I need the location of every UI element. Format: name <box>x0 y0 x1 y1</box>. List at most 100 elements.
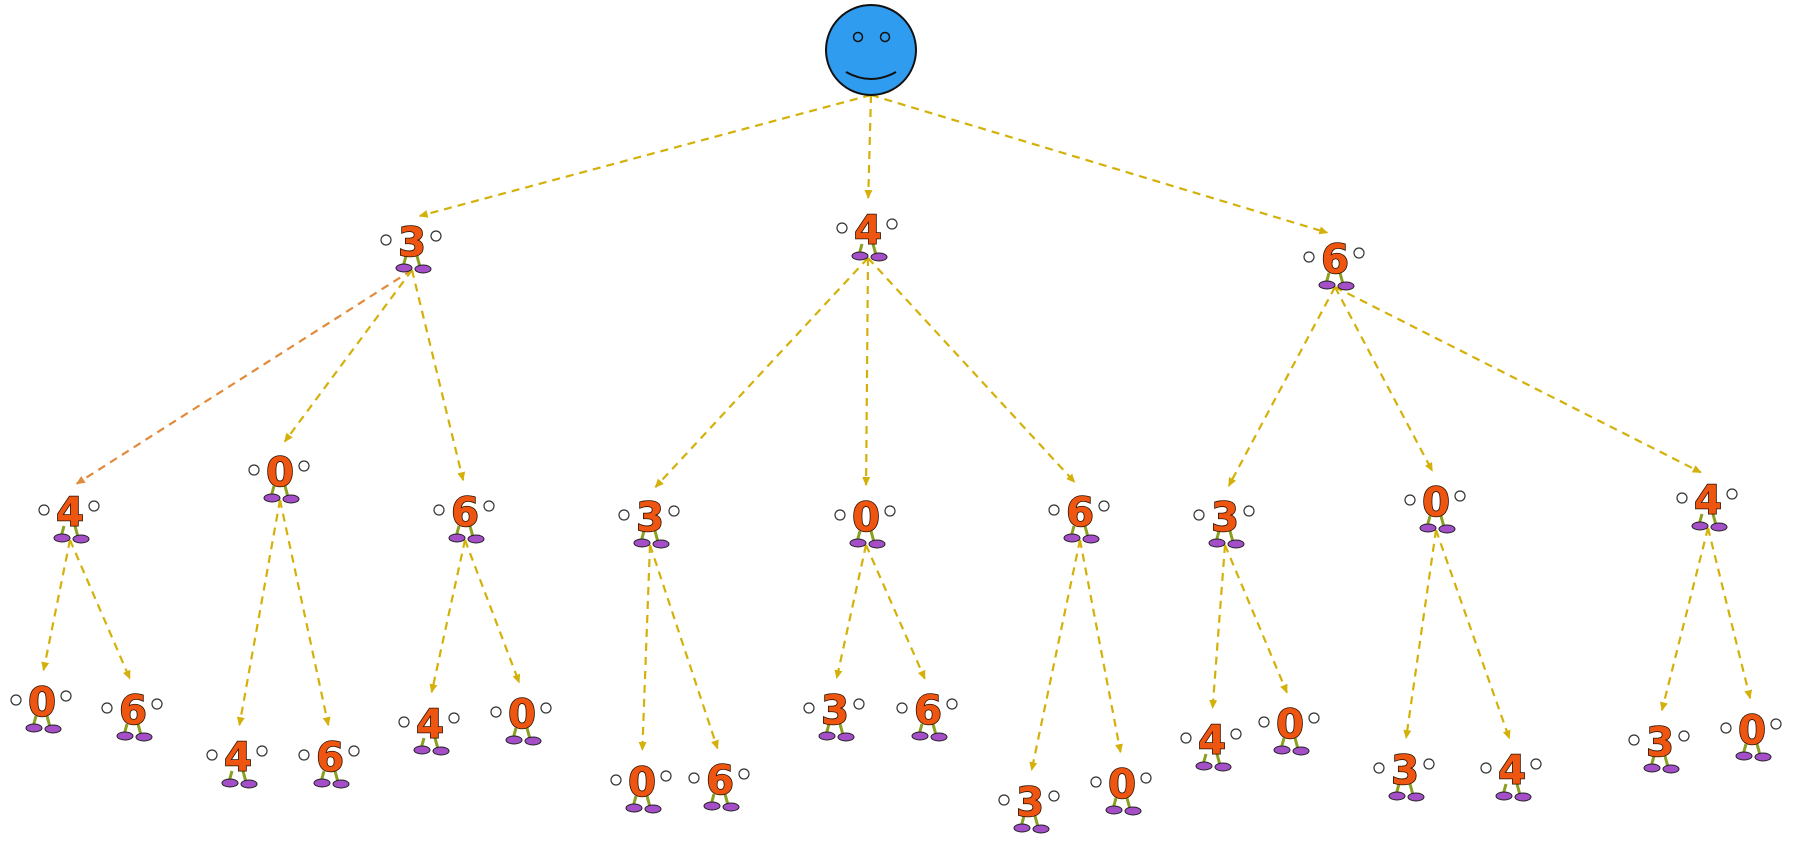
left-glove <box>398 716 410 728</box>
root-smiley-face <box>825 4 917 96</box>
right-glove <box>1353 247 1365 259</box>
right-shoe <box>44 724 62 734</box>
left-glove <box>618 509 630 521</box>
digit-label: 3 <box>1391 748 1419 794</box>
digit-character-l3g2: 0 <box>1258 701 1320 756</box>
left-glove <box>1676 492 1688 504</box>
left-glove <box>1720 722 1732 734</box>
digit-character-l3c1: 4 <box>398 701 460 756</box>
right-shoe <box>1438 524 1456 534</box>
right-shoe <box>1124 806 1142 816</box>
right-shoe <box>1337 281 1355 291</box>
left-shoe <box>413 745 431 755</box>
right-glove <box>151 698 163 710</box>
right-glove <box>348 745 360 757</box>
left-shoe <box>1388 791 1406 801</box>
digit-character-l3f2: 0 <box>1090 761 1152 816</box>
edge-l1b-to-l2e <box>862 257 871 487</box>
digit-label: 4 <box>56 490 84 536</box>
digit-character-l3d2: 6 <box>688 757 750 812</box>
digit-label: 0 <box>852 495 880 541</box>
right-shoe <box>72 534 90 544</box>
digit-label: 6 <box>119 688 147 734</box>
left-glove <box>610 774 622 786</box>
digit-label: 0 <box>1276 702 1304 748</box>
digit-label: 4 <box>1694 478 1722 524</box>
right-glove <box>88 500 100 512</box>
right-glove <box>430 230 442 242</box>
smiley-mouth <box>845 71 897 80</box>
right-glove <box>1308 712 1320 724</box>
edge-l2i-to-l3i2 <box>1706 527 1753 700</box>
right-glove <box>256 745 268 757</box>
digit-character-l3e1: 3 <box>803 687 865 742</box>
left-shoe <box>625 803 643 813</box>
right-shoe <box>467 534 485 544</box>
edge-l2c-to-l3c2 <box>463 539 521 684</box>
right-shoe <box>644 804 662 814</box>
edge-l1a-to-l2a <box>75 269 413 485</box>
right-shoe <box>332 779 350 789</box>
digit-label: 6 <box>706 758 734 804</box>
left-shoe <box>633 538 651 548</box>
left-shoe <box>1691 521 1709 531</box>
right-shoe <box>1710 522 1728 532</box>
digit-label: 0 <box>1738 708 1766 754</box>
edge-root-to-l1a <box>418 93 872 218</box>
left-glove <box>896 702 908 714</box>
digit-character-l3g1: 4 <box>1180 717 1242 772</box>
digit-character-l2i: 4 <box>1676 477 1738 532</box>
left-shoe <box>1419 523 1437 533</box>
digit-label: 6 <box>914 688 942 734</box>
left-glove <box>1090 776 1102 788</box>
digit-character-l3h2: 4 <box>1480 747 1542 802</box>
digit-character-l3d1: 0 <box>610 759 672 814</box>
right-glove <box>1140 772 1152 784</box>
left-glove <box>834 509 846 521</box>
edge-l1a-to-l2c <box>410 269 466 482</box>
digit-character-l2b: 0 <box>248 449 310 504</box>
right-glove <box>1530 758 1542 770</box>
right-glove <box>660 770 672 782</box>
digit-label: 0 <box>628 760 656 806</box>
right-glove <box>1048 790 1060 802</box>
right-shoe <box>1754 752 1772 762</box>
digit-character-l3e2: 6 <box>896 687 958 742</box>
edge-l2g-to-l3g2 <box>1223 544 1288 694</box>
left-shoe <box>1105 805 1123 815</box>
edge-l2e-to-l3e2 <box>864 544 926 680</box>
digit-character-l3a2: 6 <box>101 687 163 742</box>
right-glove <box>1230 728 1242 740</box>
digit-label: 6 <box>316 735 344 781</box>
digit-label: 3 <box>821 688 849 734</box>
left-glove <box>998 794 1010 806</box>
left-glove <box>206 749 218 761</box>
left-shoe <box>1643 763 1661 773</box>
right-shoe <box>414 264 432 274</box>
digit-label: 4 <box>416 702 444 748</box>
left-glove <box>1258 716 1270 728</box>
digit-label: 0 <box>1422 480 1450 526</box>
edge-l2d-to-l3d1 <box>638 544 652 752</box>
left-glove <box>1180 732 1192 744</box>
edge-l1c-to-l2h <box>1334 286 1434 472</box>
right-shoe <box>524 736 542 746</box>
digit-character-l3f1: 3 <box>998 779 1060 834</box>
right-glove <box>853 698 865 710</box>
digit-character-l3b1: 4 <box>206 734 268 789</box>
left-glove <box>433 504 445 516</box>
right-shoe <box>1514 792 1532 802</box>
digit-label: 3 <box>1016 780 1044 826</box>
edge-l1a-to-l2b <box>283 269 413 443</box>
smiley-right-eye <box>879 31 891 43</box>
left-shoe <box>313 778 331 788</box>
right-glove <box>1678 730 1690 742</box>
right-glove <box>886 218 898 230</box>
left-shoe <box>221 778 239 788</box>
right-shoe <box>1227 539 1245 549</box>
left-glove <box>298 749 310 761</box>
edge-l2i-to-l3i1 <box>1660 527 1710 712</box>
edges-layer <box>41 93 1753 772</box>
left-shoe <box>1013 823 1031 833</box>
